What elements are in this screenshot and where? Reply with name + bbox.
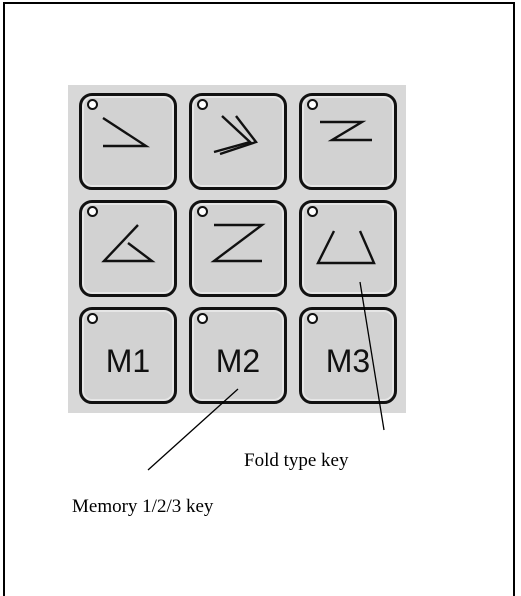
fold-key-2[interactable] xyxy=(189,93,287,190)
led-indicator xyxy=(307,206,318,217)
memory-key-1[interactable]: M1 xyxy=(79,307,177,404)
figure-frame xyxy=(3,2,515,596)
z-fold-icon xyxy=(210,223,266,263)
fold-key-1[interactable] xyxy=(79,93,177,190)
fold-key-5[interactable] xyxy=(189,200,287,297)
memory-key-3[interactable]: M3 xyxy=(299,307,397,404)
led-indicator xyxy=(87,313,98,324)
key-panel: M1 M2 M3 xyxy=(68,85,406,413)
led-indicator xyxy=(307,99,318,110)
gate-fold-icon xyxy=(316,230,376,265)
triangle-fold-icon xyxy=(101,224,156,263)
memory-caption: Memory 1/2/3 key xyxy=(72,496,214,517)
memory-key-2-label: M2 xyxy=(215,343,261,379)
memory-key-1-label: M1 xyxy=(105,343,151,379)
led-indicator xyxy=(87,206,98,217)
led-indicator xyxy=(197,313,208,324)
single-fold-icon xyxy=(102,116,151,148)
fold-key-6[interactable] xyxy=(299,200,397,297)
fold-type-caption: Fold type key xyxy=(244,450,349,471)
fold-key-3[interactable] xyxy=(299,93,397,190)
memory-key-2[interactable]: M2 xyxy=(189,307,287,404)
memory-key-3-label: M3 xyxy=(325,343,371,379)
led-indicator xyxy=(197,206,208,217)
led-indicator xyxy=(307,313,318,324)
led-indicator xyxy=(197,99,208,110)
fold-key-4[interactable] xyxy=(79,200,177,297)
led-indicator xyxy=(87,99,98,110)
double-parallel-fold-icon xyxy=(213,115,258,156)
z-fold-small-icon xyxy=(320,120,372,142)
